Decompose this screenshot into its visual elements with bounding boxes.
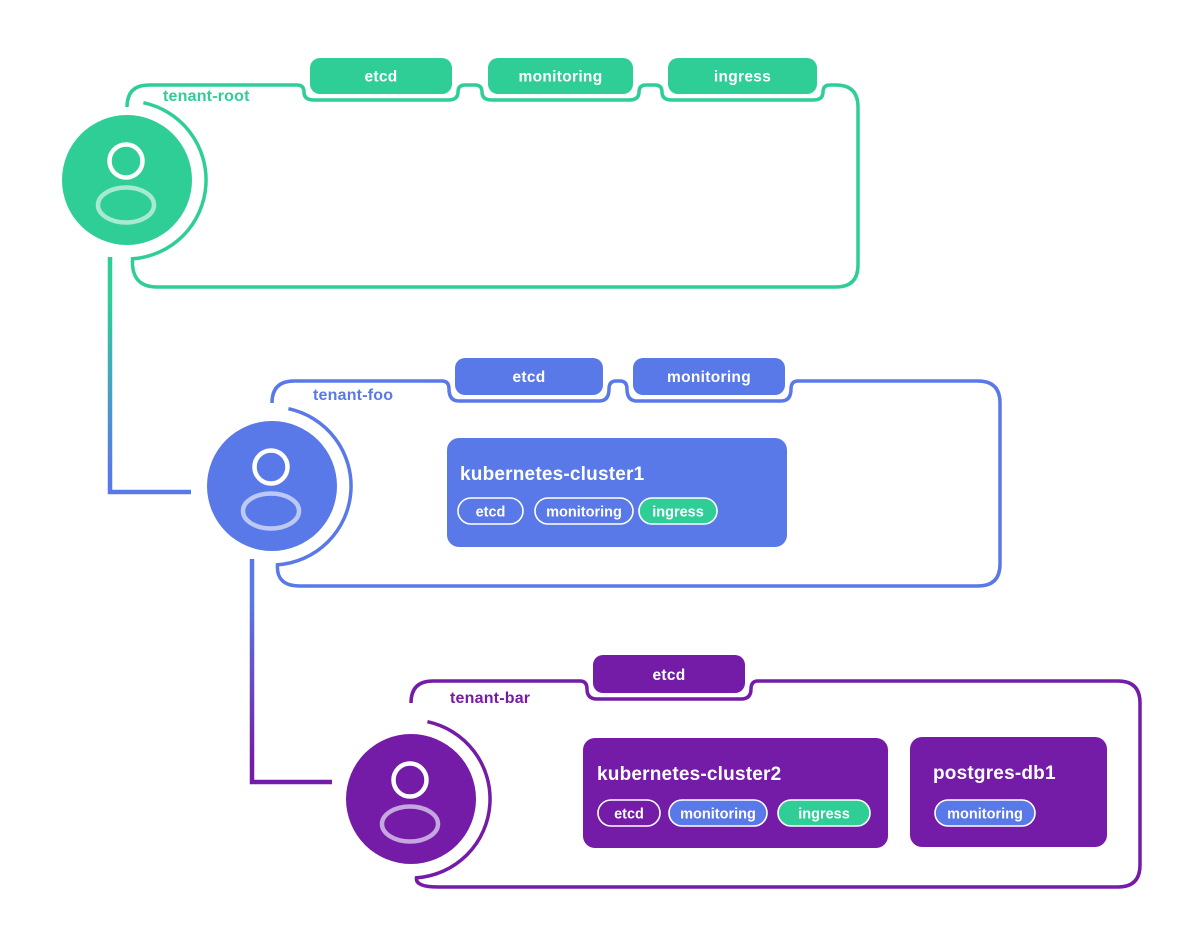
user-icon-body bbox=[240, 491, 302, 531]
resource-tag-label: etcd bbox=[476, 505, 506, 521]
tenant-root-tabs: etcd monitoring ingress bbox=[310, 58, 817, 94]
resource-card bbox=[447, 438, 787, 547]
tenant-tag-label: monitoring bbox=[519, 69, 603, 86]
user-icon-head bbox=[391, 761, 429, 799]
resource-card-kubernetes-cluster1: kubernetes-cluster1 etcd monitoring ingr… bbox=[447, 438, 787, 547]
tenant-bar-avatar bbox=[346, 734, 476, 864]
resource-tag-label: etcd bbox=[614, 807, 644, 823]
resource-tags: etcd monitoring ingress bbox=[597, 799, 871, 827]
tenant-tag-label: etcd bbox=[364, 69, 397, 86]
tenant-bar-group: tenant-bar etcd kubernetes-cluster2 etcd… bbox=[346, 655, 1142, 889]
resource-card bbox=[910, 737, 1107, 847]
tenant-bar-tabs: etcd bbox=[593, 655, 745, 693]
resource-tag-pill bbox=[597, 799, 661, 827]
resource-tags: monitoring bbox=[934, 799, 1036, 827]
tenant-foo-avatar bbox=[207, 421, 337, 551]
resource-title: kubernetes-cluster1 bbox=[460, 464, 645, 485]
user-icon-head bbox=[252, 448, 290, 486]
resource-tag-pill bbox=[777, 799, 871, 827]
user-icon bbox=[379, 761, 441, 844]
tenant-tag-tab bbox=[488, 58, 633, 94]
tenant-root-border bbox=[125, 83, 860, 289]
resource-tag-label: monitoring bbox=[546, 505, 622, 521]
user-icon-head bbox=[107, 142, 145, 180]
tenant-name-label: tenant-bar bbox=[450, 690, 530, 707]
tenant-foo-tabs: etcd monitoring bbox=[455, 358, 785, 395]
tenant-tag-tab bbox=[593, 655, 745, 693]
tenant-tag-label: ingress bbox=[714, 69, 771, 86]
resource-tags: etcd monitoring ingress bbox=[457, 497, 718, 525]
tenant-tag-label: monitoring bbox=[667, 369, 751, 386]
tenant-root-avatar bbox=[62, 115, 192, 245]
avatar-circle bbox=[207, 421, 337, 551]
resource-tag-label: monitoring bbox=[680, 807, 756, 823]
resource-title: postgres-db1 bbox=[933, 763, 1056, 784]
tenant-tag-label: etcd bbox=[652, 667, 685, 684]
resource-tag-pill bbox=[638, 497, 718, 525]
resource-tag-pill bbox=[457, 497, 524, 525]
tenant-root-group: tenant-root etcd monitoring ingress bbox=[62, 58, 860, 289]
resource-card bbox=[583, 738, 888, 848]
user-icon-body bbox=[379, 804, 441, 844]
tenant-bar-border bbox=[409, 679, 1142, 889]
connector-root-to-foo bbox=[107, 257, 191, 495]
connector-foo-to-bar bbox=[249, 559, 332, 785]
resource-title: kubernetes-cluster2 bbox=[597, 764, 781, 785]
user-icon bbox=[95, 142, 157, 225]
resource-tag-label: ingress bbox=[652, 505, 704, 521]
resource-tag-pill bbox=[668, 799, 768, 827]
tenant-tag-tab bbox=[668, 58, 817, 94]
avatar-circle bbox=[346, 734, 476, 864]
resource-tag-pill bbox=[934, 799, 1036, 827]
tenant-foo-border bbox=[270, 379, 1002, 588]
resource-card-kubernetes-cluster2: kubernetes-cluster2 etcd monitoring ingr… bbox=[583, 738, 888, 848]
tenant-name-label: tenant-root bbox=[163, 88, 250, 105]
user-icon-body bbox=[95, 185, 157, 225]
resource-tag-label: ingress bbox=[798, 807, 850, 823]
tenant-name-label: tenant-foo bbox=[313, 387, 393, 404]
tenant-tag-tab bbox=[633, 358, 785, 395]
avatar-circle bbox=[62, 115, 192, 245]
tenant-tag-tab bbox=[310, 58, 452, 94]
tenant-tag-tab bbox=[455, 358, 603, 395]
user-icon bbox=[240, 448, 302, 531]
tenant-tag-label: etcd bbox=[512, 369, 545, 386]
tenant-foo-group: tenant-foo etcd monitoring kubernetes-cl… bbox=[207, 358, 1002, 588]
resource-tag-pill bbox=[534, 497, 634, 525]
resource-card-postgres-db1: postgres-db1 monitoring bbox=[910, 737, 1107, 847]
resource-tag-label: monitoring bbox=[947, 807, 1023, 823]
